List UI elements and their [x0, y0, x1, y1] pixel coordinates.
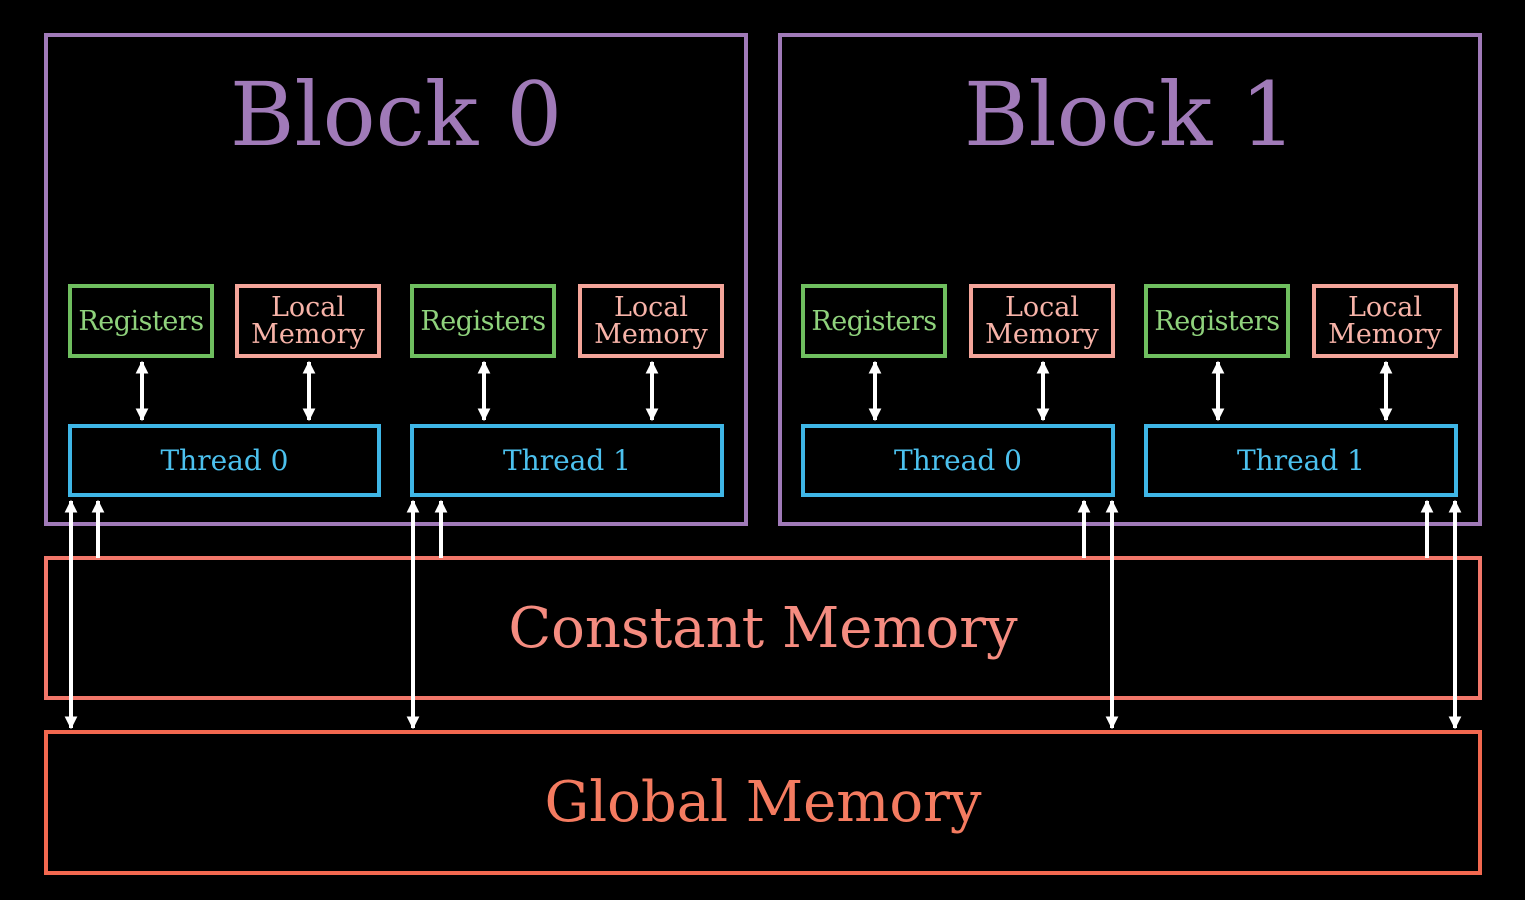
- block-0-thread-1-local-memory: Local Memory: [578, 284, 724, 358]
- local-memory-label-line2: Memory: [985, 319, 1099, 350]
- constant-memory: Constant Memory: [44, 556, 1482, 700]
- block-1-title: Block 1: [963, 63, 1297, 166]
- local-memory-label-line1: Local: [1004, 292, 1080, 323]
- block-0-thread-0-registers: Registers: [68, 284, 214, 358]
- block-0-thread-1-registers: Registers: [410, 284, 556, 358]
- block-1-thread-1: Thread 1: [1144, 424, 1458, 497]
- local-memory-label-line2: Memory: [1328, 319, 1442, 350]
- block-1: Block 1: [778, 33, 1482, 526]
- block-0-thread-1: Thread 1: [410, 424, 724, 497]
- block-1-thread-0-local-memory: Local Memory: [969, 284, 1115, 358]
- block-1-thread-0: Thread 0: [801, 424, 1115, 497]
- block-1-thread-1-registers: Registers: [1144, 284, 1290, 358]
- local-memory-label-line1: Local: [270, 292, 346, 323]
- local-memory-label-line2: Memory: [251, 319, 365, 350]
- block-1-thread-1-local-memory: Local Memory: [1312, 284, 1458, 358]
- block-0-thread-0: Thread 0: [68, 424, 381, 497]
- block-0-thread-0-local-memory: Local Memory: [235, 284, 381, 358]
- local-memory-label-line1: Local: [613, 292, 689, 323]
- global-memory: Global Memory: [44, 730, 1482, 875]
- local-memory-label-line2: Memory: [594, 319, 708, 350]
- block-1-thread-0-registers: Registers: [801, 284, 947, 358]
- block-0-title: Block 0: [229, 63, 563, 166]
- local-memory-label-line1: Local: [1347, 292, 1423, 323]
- block-0: Block 0: [44, 33, 748, 526]
